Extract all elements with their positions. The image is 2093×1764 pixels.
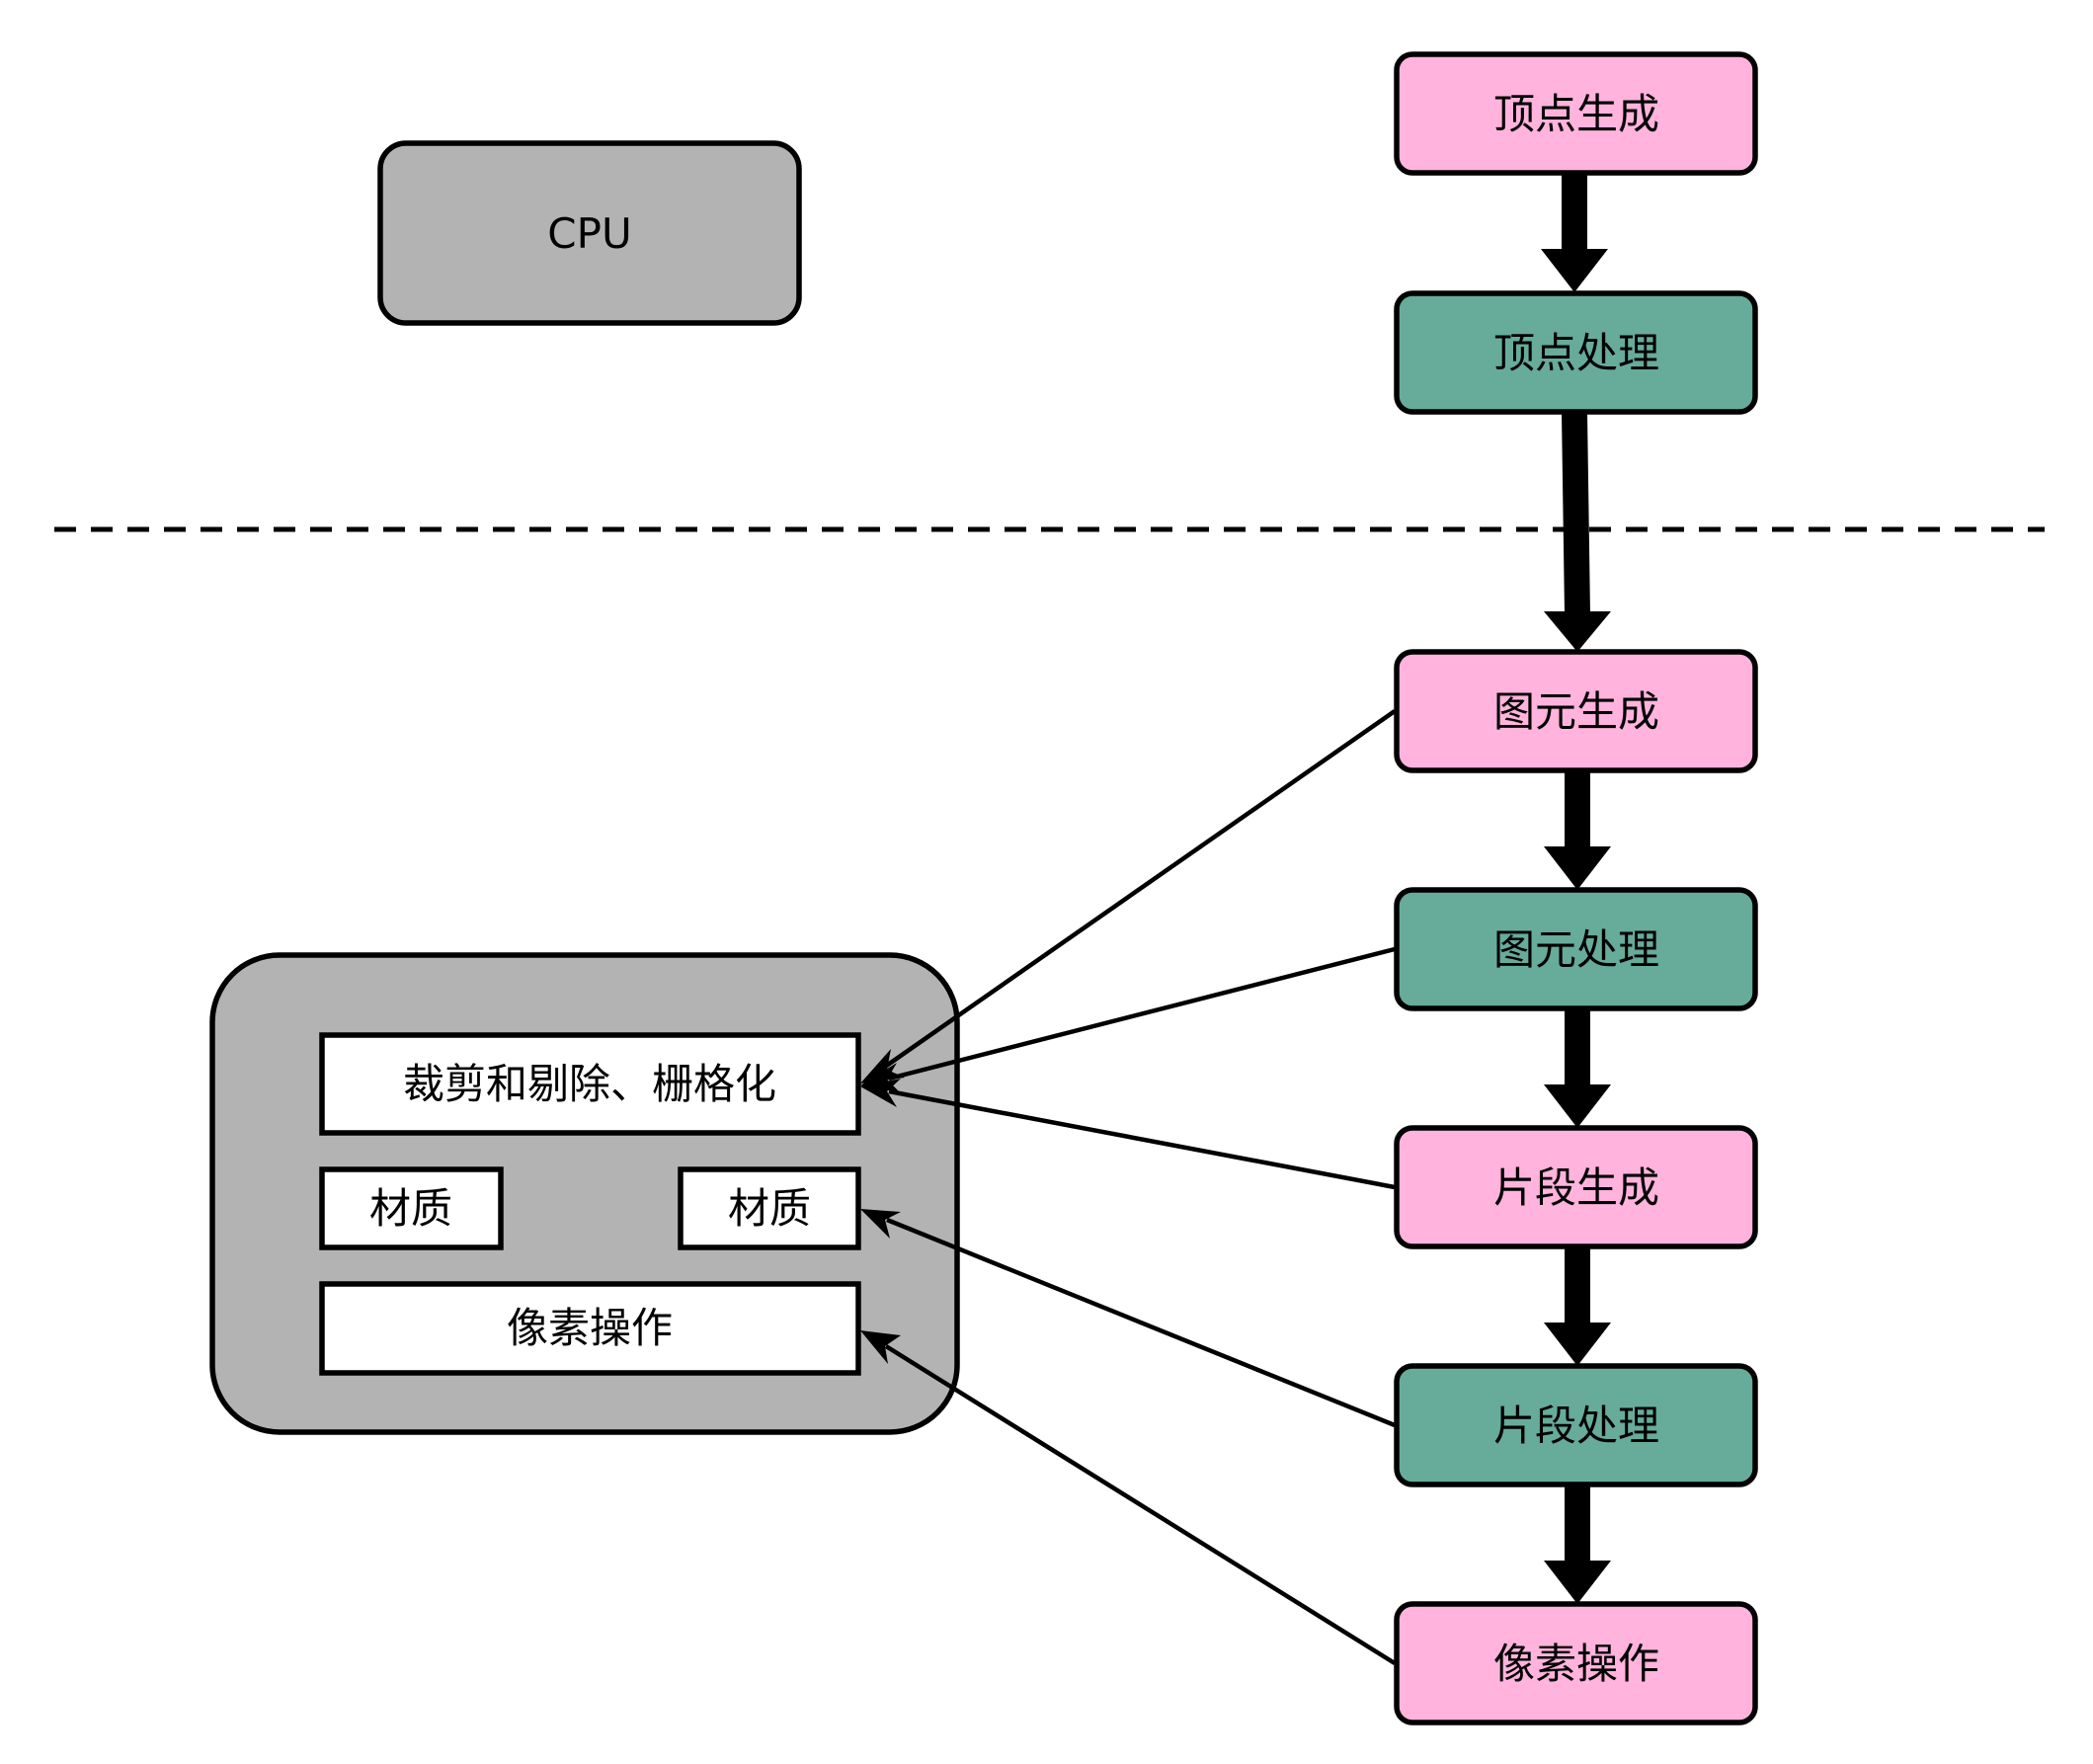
stage-vertex-processing-label: 顶点处理 <box>1493 329 1659 377</box>
connection-fragment-processing <box>860 1209 1396 1428</box>
clip-cull-raster-unit: 裁剪和剔除、栅格化 <box>319 1032 861 1136</box>
pixel-ops-unit-label: 像素操作 <box>507 1304 673 1352</box>
stage-fragment-generation: 片段生成 <box>1394 1125 1758 1249</box>
stage-vertex-generation-label: 顶点生成 <box>1493 90 1659 138</box>
stage-vertex-processing: 顶点处理 <box>1394 290 1758 415</box>
cpu-label: CPU <box>547 209 631 258</box>
material-unit-right: 材质 <box>678 1166 861 1250</box>
arrow-vertex-generation-to-vertex-processing <box>1541 173 1608 292</box>
stage-primitive-generation-label: 图元生成 <box>1493 687 1659 736</box>
pixel-ops-unit: 像素操作 <box>319 1281 861 1376</box>
stage-primitive-processing: 图元处理 <box>1394 887 1758 1011</box>
material-left-label: 材质 <box>369 1184 452 1233</box>
stage-vertex-generation: 顶点生成 <box>1394 51 1758 176</box>
gpu-unit-group: 裁剪和剔除、栅格化 材质 材质 像素操作 <box>209 952 960 1435</box>
arrow-primitive-generation-to-primitive-processing <box>1544 770 1611 890</box>
arrow-fragment-generation-to-fragment-processing <box>1544 1246 1611 1366</box>
arrow-primitive-processing-to-fragment-generation <box>1544 1008 1611 1128</box>
stage-fragment-processing: 片段处理 <box>1394 1363 1758 1487</box>
material-unit-left: 材质 <box>319 1166 504 1250</box>
pipeline-arrows <box>1541 173 1611 1604</box>
arrow-fragment-processing-to-pixel-operations <box>1544 1484 1611 1604</box>
cpu-box: CPU <box>377 140 802 326</box>
connection-fragment-generation <box>860 1079 1396 1190</box>
stage-pixel-operations-label: 像素操作 <box>1493 1640 1659 1688</box>
arrow-vertex-processing-to-primitive-generation <box>1544 413 1611 652</box>
pipeline-stages: 顶点生成 顶点处理 图元生成 图元处理 片段生成 片段处理 像素操作 <box>1394 51 1758 1725</box>
stage-to-unit-connections <box>860 709 1397 1665</box>
stage-fragment-generation-label: 片段生成 <box>1493 1163 1659 1212</box>
connection-primitive-generation <box>860 709 1397 1083</box>
stage-pixel-operations: 像素操作 <box>1394 1601 1758 1725</box>
stage-primitive-processing-label: 图元处理 <box>1493 925 1659 974</box>
material-right-label: 材质 <box>728 1184 811 1233</box>
stage-fragment-processing-label: 片段处理 <box>1493 1402 1659 1450</box>
stage-primitive-generation: 图元生成 <box>1394 649 1758 773</box>
clip-cull-raster-label: 裁剪和剔除、栅格化 <box>403 1060 776 1108</box>
connection-pixel-operations <box>860 1330 1397 1665</box>
